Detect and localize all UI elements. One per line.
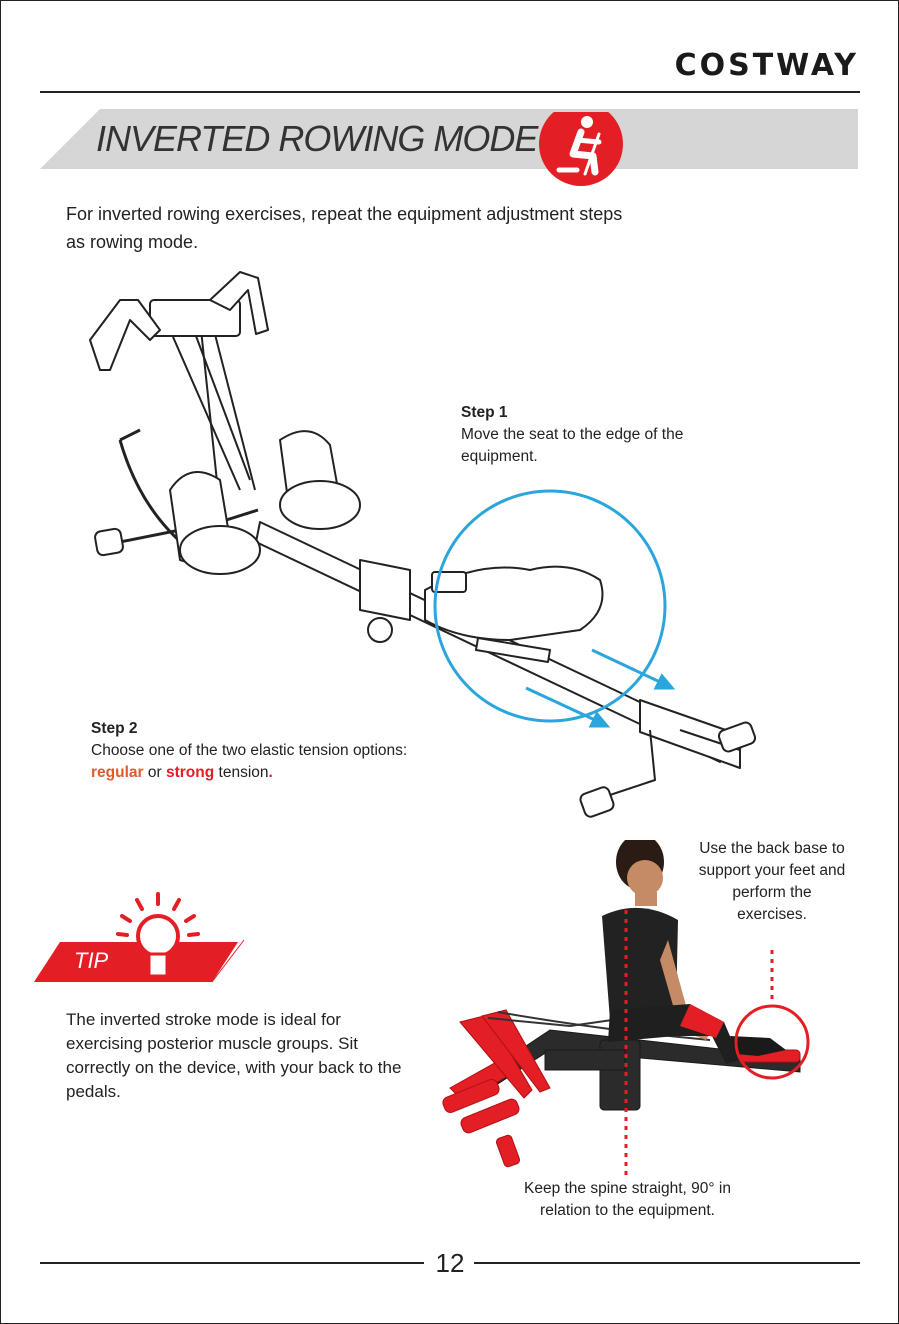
step-2-text: Choose one of the two elastic tension op… (91, 742, 408, 759)
tip-text: The inverted stroke mode is ideal for ex… (66, 1010, 402, 1101)
note-back-base: Use the back base to support your feet a… (698, 840, 846, 923)
option-strong: strong (165, 764, 215, 781)
step-1-label: Step 1 (461, 404, 508, 421)
intro-line-1: For inverted rowing exercises, repeat th… (66, 204, 623, 224)
option-regular: regular (91, 764, 144, 781)
step-2: Step 2 Choose one of the two elastic ten… (91, 718, 491, 784)
tip-band (34, 939, 245, 983)
option-tail: tension (218, 764, 269, 781)
option-or: or (147, 764, 162, 781)
brand-logo: COSTWAY (674, 48, 859, 83)
option-period: . (268, 764, 273, 781)
lightbulb-icon (116, 892, 200, 978)
page-number: 12 (435, 1248, 465, 1278)
step-2-label: Step 2 (91, 720, 138, 737)
footer-rule-left (40, 1262, 424, 1264)
page-title: INVERTED ROWING MODE (96, 118, 538, 159)
header-rule (40, 91, 860, 93)
inverted-rowing-photo (442, 840, 810, 1176)
rower-illustration (89, 271, 757, 818)
rowing-person-icon (539, 112, 623, 186)
step-1-text: Move the seat to the edge of the equipme… (461, 426, 684, 465)
title-band (40, 109, 858, 169)
tension-options: regular or strong tension. (91, 762, 491, 784)
footer-rule-right (474, 1262, 860, 1264)
intro-text: For inverted rowing exercises, repeat th… (66, 200, 706, 256)
intro-line-2: as rowing mode. (66, 232, 199, 252)
tip-label: TIP (74, 948, 109, 973)
note-spine: Keep the spine straight, 90° in relation… (524, 1180, 731, 1219)
step-1: Step 1 Move the seat to the edge of the … (461, 402, 701, 468)
